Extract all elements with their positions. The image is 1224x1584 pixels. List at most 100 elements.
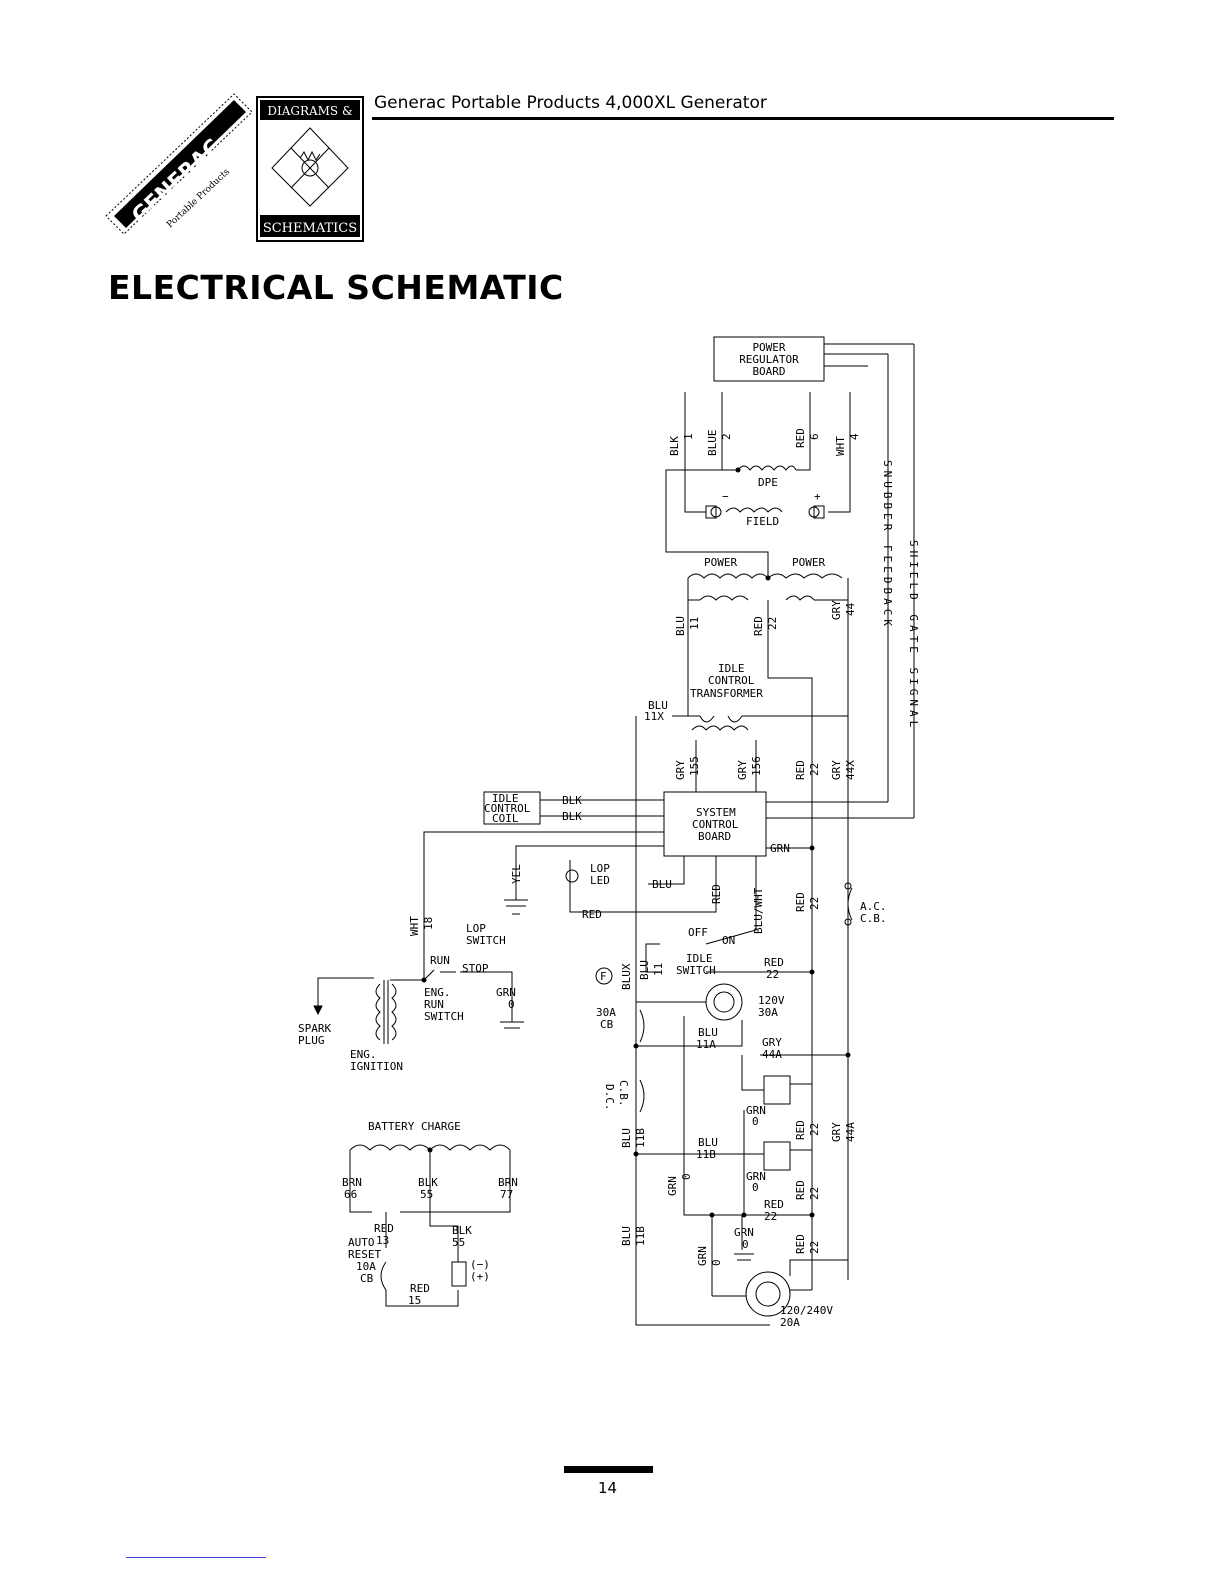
- label-red-22: RED: [752, 616, 765, 636]
- label-11b-b: 11B: [696, 1148, 716, 1161]
- label-18: 18: [422, 917, 435, 930]
- schematic-dots: [421, 467, 851, 1218]
- label-brn-66: BRN: [342, 1176, 362, 1189]
- label-run: RUN: [430, 954, 450, 967]
- generac-logo: GENERAC Portable Products: [105, 93, 253, 235]
- label-red-22d: RED: [764, 956, 784, 969]
- label-yel: YEL: [510, 864, 523, 884]
- label-44a: 44A: [762, 1048, 782, 1061]
- document-title: Generac Portable Products 4,000XL Genera…: [374, 93, 767, 113]
- label-power: POWER: [752, 341, 785, 354]
- label-off: OFF: [688, 926, 708, 939]
- label-system: SYSTEM: [696, 806, 736, 819]
- label-lop: LOP: [590, 862, 610, 875]
- label-grn-0-a: GRN: [746, 1104, 766, 1117]
- label-blu-11x: BLU: [648, 699, 668, 712]
- label-plus: +: [814, 490, 821, 503]
- label-ignition: IGNITION: [350, 1060, 403, 1073]
- label-red-22f: RED: [794, 1180, 807, 1200]
- label-22f: 22: [808, 1187, 821, 1200]
- label-ac: A.C.: [860, 900, 887, 913]
- label-30a-cb: 30A: [596, 1006, 616, 1019]
- label-neg: (−): [470, 1258, 490, 1271]
- label-blu-11c: BLU: [638, 960, 651, 980]
- label-15: 15: [408, 1294, 421, 1307]
- label-red-lop: RED: [582, 908, 602, 921]
- label-cb-10a: CB: [360, 1272, 374, 1285]
- label-blu-11a: BLU: [698, 1026, 718, 1039]
- bridge-rectifier-icon: [271, 127, 349, 207]
- label-120v: 120V: [758, 994, 785, 1007]
- label-gry-156: GRY: [736, 760, 749, 780]
- label-idle: IDLE: [718, 662, 745, 675]
- label-idle-switch-2: SWITCH: [676, 964, 716, 977]
- label-auto: AUTO: [348, 1236, 375, 1249]
- label-idle-switch: IDLE: [686, 952, 713, 965]
- footer-link-line: [126, 1557, 266, 1558]
- label-0-b: 0: [752, 1181, 759, 1194]
- label-power-left: POWER: [704, 556, 737, 569]
- label-44: 44: [844, 602, 857, 616]
- label-0-e: 0: [710, 1259, 723, 1266]
- label-11b-c: 11B: [634, 1226, 647, 1246]
- system-control-board: [663, 791, 767, 857]
- label-blu-11b-c: BLU: [620, 1226, 633, 1246]
- label-ac-cb: C.B.: [860, 912, 887, 925]
- label-red-scb: RED: [710, 884, 723, 904]
- label-11c: 11: [652, 963, 665, 976]
- label-lop-switch-lop: LOP: [466, 922, 486, 935]
- label-red-6: RED: [794, 428, 807, 448]
- label-shield-gate-signal: SHIELD GATE SIGNAL: [907, 540, 920, 731]
- label-gry-155: GRY: [674, 760, 687, 780]
- label-spark: SPARK: [298, 1022, 331, 1035]
- label-wht-18: WHT: [408, 916, 421, 936]
- label-eng: ENG.: [424, 986, 451, 999]
- label-0-a: 0: [752, 1115, 759, 1128]
- label-red-22c: RED: [794, 892, 807, 912]
- label-board: BOARD: [752, 365, 785, 378]
- label-blk-a: BLK: [562, 794, 582, 807]
- footer-bar: [564, 1466, 653, 1473]
- label-f: F: [600, 970, 607, 983]
- label-22g: 22: [764, 1210, 777, 1223]
- label-red-15: RED: [410, 1282, 430, 1295]
- label-gry-44: GRY: [830, 600, 843, 620]
- label-red-22b: RED: [794, 760, 807, 780]
- label-120-240v: 120/240V: [780, 1304, 833, 1317]
- label-red-13: RED: [374, 1222, 394, 1235]
- label-snubber-feedback: SNUBBER FEEDBACK: [881, 460, 894, 630]
- label-blue: BLUE: [706, 430, 719, 457]
- label-grn-0-e: GRN: [696, 1246, 709, 1266]
- label-11b: 11B: [634, 1128, 647, 1148]
- label-44a-b: 44A: [844, 1122, 857, 1142]
- label-plug: PLUG: [298, 1034, 325, 1047]
- label-field: FIELD: [746, 515, 779, 528]
- f-marker: [595, 967, 613, 985]
- label-11: 11: [688, 617, 701, 630]
- label-11a: 11A: [696, 1038, 716, 1051]
- battery-terminal: [451, 1261, 467, 1287]
- label-on: ON: [722, 934, 735, 947]
- label-gry-44x: GRY: [830, 760, 843, 780]
- label-155: 155: [688, 756, 701, 776]
- label-red-22g: RED: [764, 1198, 784, 1211]
- label-blk-55b: BLK: [452, 1224, 472, 1237]
- label-red-22e: RED: [794, 1120, 807, 1140]
- label-icc-coil: COIL: [492, 812, 519, 825]
- label-22: 22: [766, 617, 779, 630]
- label-blu-wht: BLU/WHT: [752, 887, 765, 934]
- label-wht: WHT: [834, 436, 847, 456]
- label-lop-switch: SWITCH: [466, 934, 506, 947]
- label-icc-control: CONTROL: [484, 802, 531, 815]
- outlet-120v-b: [763, 1141, 791, 1171]
- header-rule: [372, 117, 1114, 120]
- label-20a: 20A: [780, 1316, 800, 1329]
- label-156: 156: [750, 756, 763, 776]
- label-10a: 10A: [356, 1260, 376, 1273]
- page-number: 14: [598, 1479, 618, 1497]
- page-title: ELECTRICAL SCHEMATIC: [108, 268, 564, 307]
- label-control-b: CONTROL: [692, 818, 739, 831]
- label-icc-idle: IDLE: [492, 792, 519, 805]
- label-grn-0-c: GRN: [666, 1176, 679, 1196]
